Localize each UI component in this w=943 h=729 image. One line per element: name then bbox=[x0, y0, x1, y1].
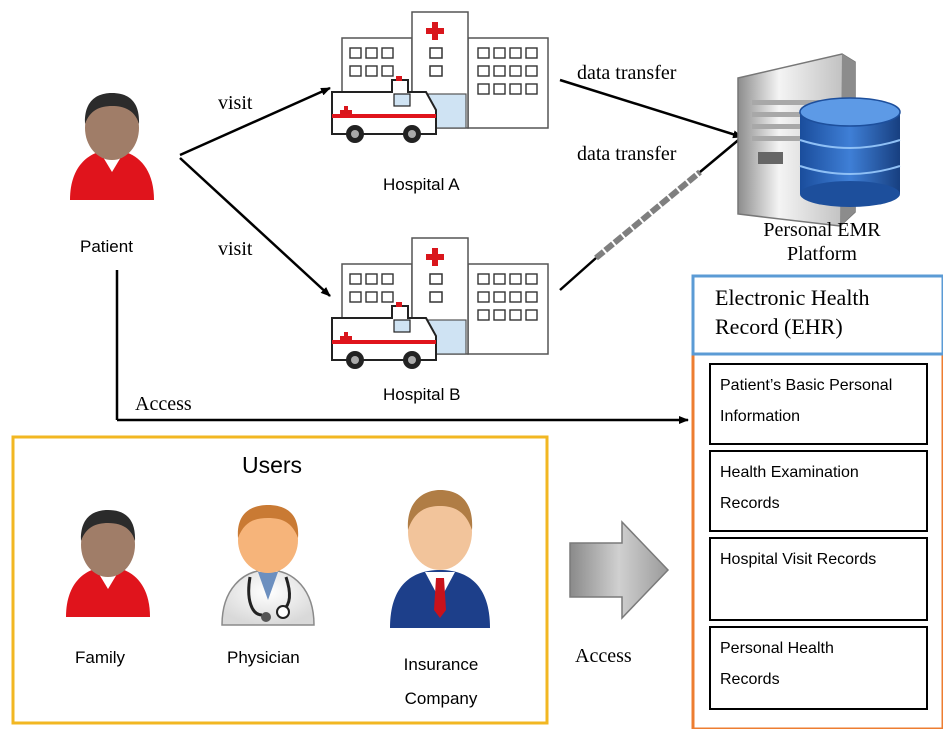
physician-label: Physician bbox=[227, 648, 300, 667]
hospital-b-icon bbox=[331, 237, 549, 369]
family-label: Family bbox=[75, 648, 126, 667]
server-database-icon bbox=[737, 53, 901, 227]
ehr-record-box-health-exam: Health Examination Records bbox=[709, 450, 928, 532]
insurance-company-label: Insurance Company bbox=[380, 648, 502, 716]
ehr-record-label: Personal Health Records bbox=[720, 633, 922, 695]
ehr-record-line1: Hospital Visit Records bbox=[720, 551, 877, 568]
visit-label-a: visit bbox=[218, 92, 253, 114]
patient-icon bbox=[70, 93, 154, 200]
data-transfer-label-a: data transfer bbox=[577, 62, 677, 84]
platform-label: Personal EMR Platform bbox=[746, 218, 898, 266]
ehr-record-box-personal-health: Personal Health Records bbox=[709, 626, 928, 710]
ehr-record-line1: Patient’s Basic Personal bbox=[720, 377, 893, 394]
ehr-title-line1: Electronic Health bbox=[715, 285, 870, 310]
data-transfer-label-b: data transfer bbox=[577, 143, 677, 165]
users-title: Users bbox=[242, 452, 303, 478]
platform-label-line1: Personal EMR bbox=[763, 219, 881, 241]
ehr-record-line1: Personal Health bbox=[720, 640, 834, 657]
hospital-b-label: Hospital B bbox=[383, 385, 461, 404]
ehr-record-label: Health Examination Records bbox=[720, 457, 922, 519]
insurance-label-line1: Insurance bbox=[403, 655, 479, 674]
insurance-person-icon bbox=[390, 490, 490, 628]
data-transfer-line-b bbox=[559, 257, 597, 291]
patient-label: Patient bbox=[80, 237, 133, 256]
ehr-record-label: Patient’s Basic Personal Information bbox=[720, 370, 922, 432]
users-access-arrow bbox=[569, 520, 670, 620]
ehr-record-line2: Records bbox=[720, 495, 780, 512]
ehr-record-line2: Records bbox=[720, 671, 780, 688]
ehr-record-label: Hospital Visit Records bbox=[720, 544, 922, 575]
ehr-title-line2: Record (EHR) bbox=[715, 314, 843, 339]
ehr-record-box-hospital-visit: Hospital Visit Records bbox=[709, 537, 928, 621]
physician-icon bbox=[221, 505, 315, 626]
data-transfer-line-b-end bbox=[699, 136, 743, 173]
family-icon bbox=[66, 510, 150, 617]
data-transfer-arrow-a bbox=[559, 78, 743, 139]
visit-arrow-b bbox=[179, 157, 331, 297]
ehr-record-line2: Information bbox=[720, 408, 801, 425]
users-access-label: Access bbox=[575, 645, 632, 667]
ehr-title: Electronic Health Record (EHR) bbox=[715, 283, 935, 341]
patient-access-label: Access bbox=[135, 393, 192, 415]
insurance-label-line2: Company bbox=[404, 689, 478, 708]
hospital-a-label: Hospital A bbox=[383, 175, 460, 194]
data-transfer-line-b-faded bbox=[594, 169, 702, 261]
ehr-title-box bbox=[691, 274, 943, 356]
visit-arrow-a bbox=[179, 86, 331, 157]
ehr-record-line1: Health Examination bbox=[720, 464, 859, 481]
users-box bbox=[11, 435, 549, 725]
hospital-a-icon bbox=[331, 11, 549, 143]
visit-label-b: visit bbox=[218, 238, 253, 260]
platform-label-line2: Platform bbox=[787, 243, 857, 265]
ehr-record-box-basic-info: Patient’s Basic Personal Information bbox=[709, 363, 928, 445]
